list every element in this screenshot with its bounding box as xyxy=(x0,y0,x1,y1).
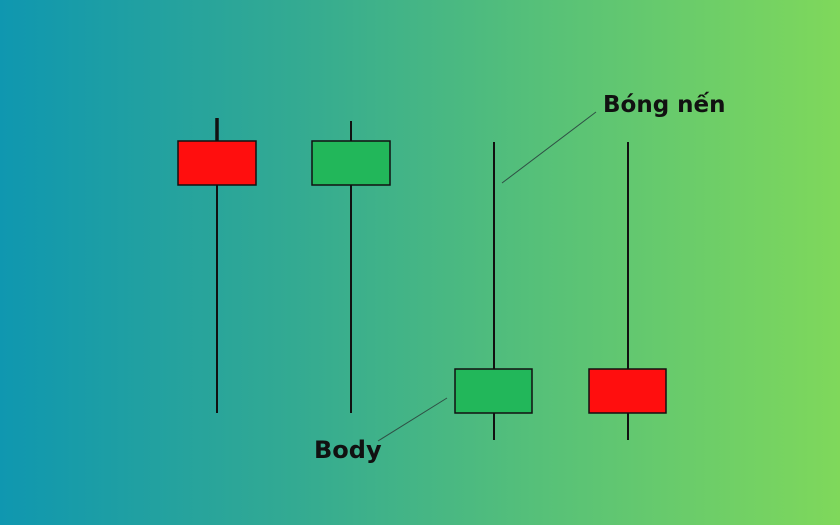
wick-leader-line xyxy=(501,111,597,184)
candle-2 xyxy=(311,121,391,413)
candle-4 xyxy=(588,142,667,440)
body-leader-line xyxy=(377,397,448,442)
candle-1 xyxy=(177,118,257,413)
candle-3 xyxy=(454,142,533,440)
candle-1-body xyxy=(177,140,257,186)
body-label: Body xyxy=(314,436,382,464)
candle-2-body xyxy=(311,140,391,186)
wick-label: Bóng nến xyxy=(603,92,726,118)
candle-3-body xyxy=(454,368,533,414)
candle-4-body xyxy=(588,368,667,414)
